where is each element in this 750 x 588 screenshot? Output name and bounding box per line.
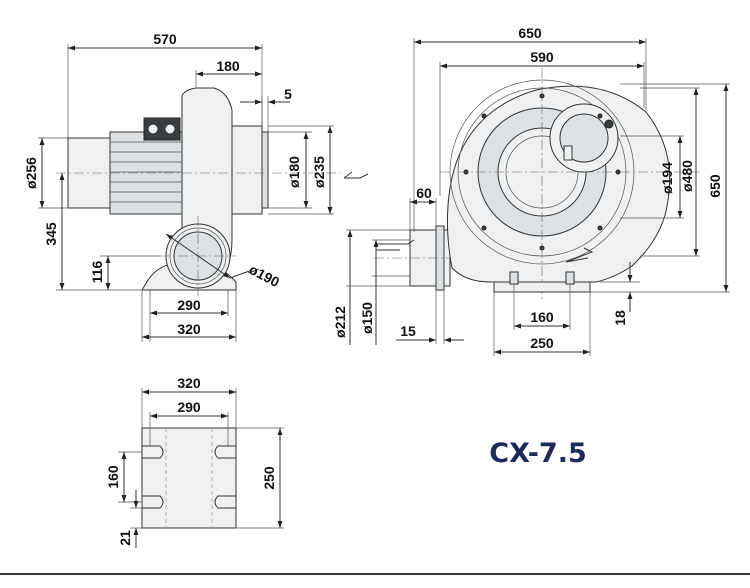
dim-plan-inner-width: 290 (177, 399, 201, 415)
base-slot-right-top (214, 445, 236, 459)
dim-front-base-inner: 160 (530, 309, 554, 325)
base-slot-left-top (142, 445, 164, 459)
dim-shaft-height: 345 (43, 222, 59, 246)
dim-base-inner: 290 (177, 297, 201, 313)
dim-front-outlet-outer: ø212 (332, 306, 348, 338)
dim-front-base-height: 18 (612, 310, 628, 326)
front-base (493, 281, 591, 293)
dim-overall-length: 570 (153, 31, 177, 47)
dim-outer-circle: ø480 (679, 160, 695, 192)
dim-front-outlet-inner: ø150 (359, 302, 375, 334)
front-view: 650 590 ø194 ø480 650 60 ø212 ø150 (332, 25, 730, 356)
inlet-flow-arrow (376, 239, 415, 251)
dim-inlet-height: 116 (89, 260, 105, 283)
dim-front-overall-height: 650 (707, 174, 723, 198)
dim-base-outer: 320 (177, 321, 201, 337)
side-view: 570 180 5 ø256 ø180 ø235 345 116 ø190 (23, 31, 369, 342)
base-plate (141, 427, 237, 529)
base-slot-left-bottom (142, 495, 164, 509)
dim-outlet-inner: ø180 (286, 156, 302, 188)
dim-motor-diameter: ø256 (23, 157, 39, 189)
dim-housing-width: 180 (216, 58, 240, 74)
motor-fins (110, 141, 182, 203)
dim-front-overall-width: 650 (518, 25, 542, 41)
dim-outlet-outer: ø235 (311, 156, 327, 188)
dim-plan-depth: 250 (261, 466, 277, 490)
dim-flange-offset: 15 (400, 323, 416, 339)
dim-front-housing-width: 590 (530, 49, 554, 65)
dim-inlet-diameter: ø190 (246, 261, 282, 290)
dim-plan-slot-spacing: 160 (105, 465, 121, 489)
dim-plan-outer-width: 320 (177, 375, 201, 391)
dim-front-base-outer: 250 (530, 335, 554, 351)
base-plan-view: 320 290 160 250 21 (105, 375, 284, 548)
scroll-flow-arrow (565, 247, 594, 263)
dim-inner-circle: ø194 (659, 162, 675, 194)
side-outlet-flange (231, 125, 263, 215)
model-label: CX-7.5 (489, 438, 586, 469)
base-slot-right-bottom (214, 495, 236, 509)
dim-flange-gap: 5 (284, 86, 292, 102)
dim-plan-edge-offset: 21 (117, 530, 133, 546)
outlet-flow-arrow (343, 171, 369, 179)
dim-flange-width: 60 (416, 185, 432, 201)
